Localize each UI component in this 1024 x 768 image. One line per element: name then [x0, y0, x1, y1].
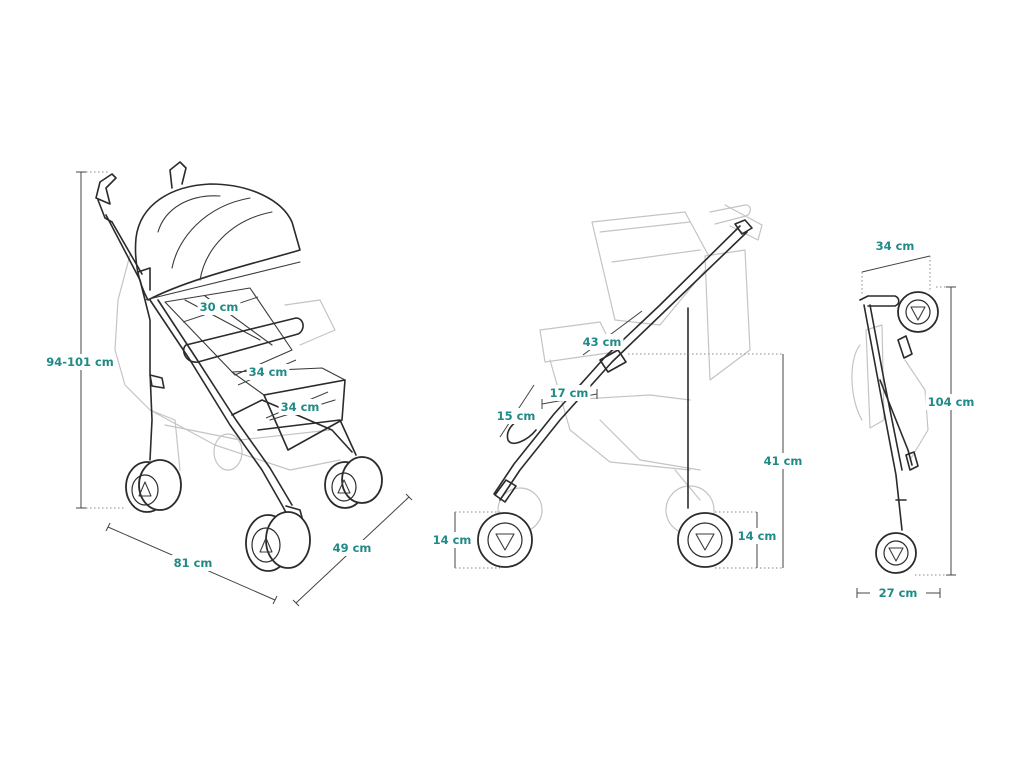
open-height-label: 94-101 cm: [46, 355, 114, 369]
open-view-labels: 94-101 cm 81 cm 49 cm 30 cm 34 cm 34 cm: [44, 299, 374, 571]
label-background: [735, 528, 779, 544]
seat-depth-label: 34 cm: [281, 400, 320, 414]
stroller-folded-view: 34 cm 104 cm 27 cm: [851, 238, 977, 601]
side-view-wheels: [477, 512, 733, 568]
stroller-open-view: 94-101 cm 81 cm 49 cm 30 cm 34 cm 34 cm: [44, 161, 413, 607]
label-background: [873, 238, 917, 254]
backrest-width-label: 30 cm: [200, 300, 239, 314]
open-view-ghost-frame: [114, 254, 341, 471]
front-wheel-label: 14 cm: [433, 533, 472, 547]
seat-width-label: 34 cm: [249, 365, 288, 379]
open-width-label: 49 cm: [333, 541, 372, 555]
side-view-ghost-parts: [497, 204, 763, 535]
label-background: [330, 540, 374, 556]
folded-top-width-label: 34 cm: [876, 239, 915, 253]
rear-wheel-label: 14 cm: [738, 529, 777, 543]
footrest-label: 15 cm: [497, 409, 536, 423]
side-view-labels: 43 cm 17 cm 15 cm 14 cm 14 cm 41 cm: [430, 334, 805, 548]
folded-bottom-width-label: 27 cm: [879, 586, 918, 600]
open-length-label: 81 cm: [174, 556, 213, 570]
folded-view-wheels: [875, 291, 939, 574]
open-view-canopy: [134, 161, 301, 301]
label-background: [494, 408, 538, 424]
folded-height-label: 104 cm: [928, 395, 975, 409]
label-background: [278, 399, 322, 415]
label-background: [171, 555, 215, 571]
label-background: [197, 299, 241, 315]
open-view-seat: [164, 287, 346, 451]
label-background: [44, 354, 116, 370]
label-background: [876, 585, 920, 601]
stroller-side-view: 43 cm 17 cm 15 cm 14 cm 14 cm 41 cm: [430, 204, 805, 569]
folded-view-frame: [859, 295, 919, 531]
folded-view-labels: 34 cm 104 cm 27 cm: [873, 238, 977, 601]
backrest-length-label: 43 cm: [583, 335, 622, 349]
seat-length-label: 17 cm: [550, 386, 589, 400]
label-background: [580, 334, 624, 350]
open-view-wheels: [125, 456, 383, 572]
label-background: [430, 532, 474, 548]
label-background: [547, 385, 591, 401]
label-background: [246, 364, 290, 380]
label-background: [761, 453, 805, 469]
label-background: [925, 394, 977, 410]
seat-height-label: 41 cm: [764, 454, 803, 468]
folded-view-dimension-lines: [856, 255, 956, 598]
